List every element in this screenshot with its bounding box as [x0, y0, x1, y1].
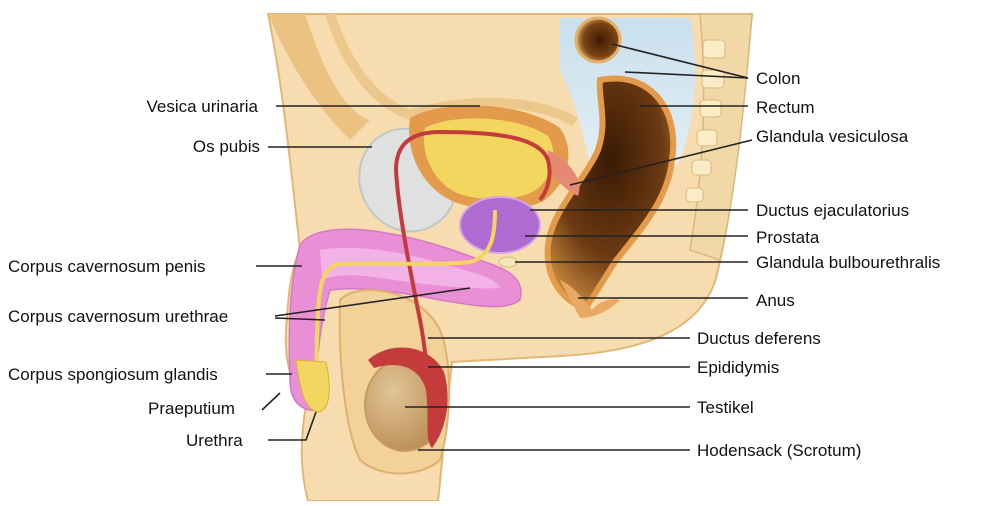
leader-urethra [268, 411, 317, 441]
abdominal-wall [268, 14, 370, 140]
label-prostata: Prostata [756, 228, 820, 247]
leader-rectum-2 [624, 71, 749, 79]
label-glandula-bulbourethralis: Glandula bulbourethralis [756, 253, 940, 272]
label-anus: Anus [756, 291, 795, 310]
label-vesica-urinaria: Vesica urinaria [146, 97, 258, 116]
colon-shape [574, 16, 622, 64]
leader-praeputium [261, 392, 281, 411]
label-rectum: Rectum [756, 98, 815, 117]
glans-shape [295, 359, 330, 413]
label-praeputium: Praeputium [148, 399, 235, 418]
leader-corpus-cavernosum-urethrae [274, 287, 471, 317]
vas-deferens [393, 129, 552, 441]
urethra-path [314, 209, 497, 409]
anus-shape [560, 280, 620, 318]
peritoneum [325, 12, 578, 127]
label-os-pubis: Os pubis [193, 137, 260, 156]
leader-corpus-cavernosum-urethrae-2 [274, 317, 326, 321]
label-corpus-cavernosum-penis: Corpus cavernosum penis [8, 257, 205, 276]
prostate-shape [459, 196, 541, 254]
bulbourethral-shape [498, 256, 518, 268]
label-ductus-deferens: Ductus deferens [697, 329, 821, 348]
label-corpus-cavernosum-urethrae: Corpus cavernosum urethrae [8, 307, 228, 326]
label-testikel: Testikel [697, 398, 754, 417]
label-colon: Colon [756, 69, 800, 88]
leader-glandula-vesiculosa [569, 139, 753, 186]
label-epididymis: Epididymis [697, 358, 779, 377]
label-corpus-spongiosum-glandis: Corpus spongiosum glandis [8, 365, 218, 384]
label-glandula-vesiculosa: Glandula vesiculosa [756, 127, 909, 146]
label-urethra: Urethra [186, 431, 243, 450]
label-ductus-ejaculatorius: Ductus ejaculatorius [756, 201, 909, 220]
label-scrotum: Hodensack (Scrotum) [697, 441, 861, 460]
leader-colon [611, 43, 749, 79]
